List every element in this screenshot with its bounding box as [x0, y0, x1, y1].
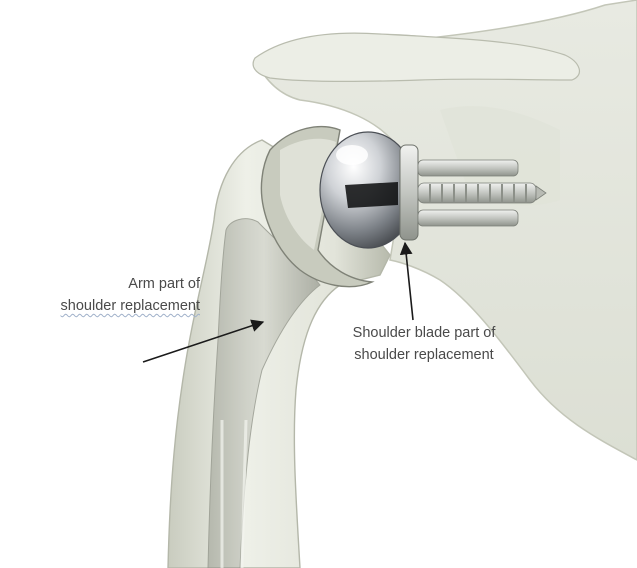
- shoulder-blade-label-line-2: shoulder replacement: [324, 344, 524, 366]
- shoulder-blade-label-line-1: Shoulder blade part of: [324, 322, 524, 344]
- arm-part-label-line-2: shoulder replacement: [10, 295, 200, 317]
- shoulder-blade-part-label: Shoulder blade part of shoulder replacem…: [324, 322, 524, 366]
- arm-part-label: Arm part of shoulder replacement: [10, 273, 200, 317]
- arm-part-label-line-1: Arm part of: [10, 273, 200, 295]
- baseplate: [400, 145, 418, 240]
